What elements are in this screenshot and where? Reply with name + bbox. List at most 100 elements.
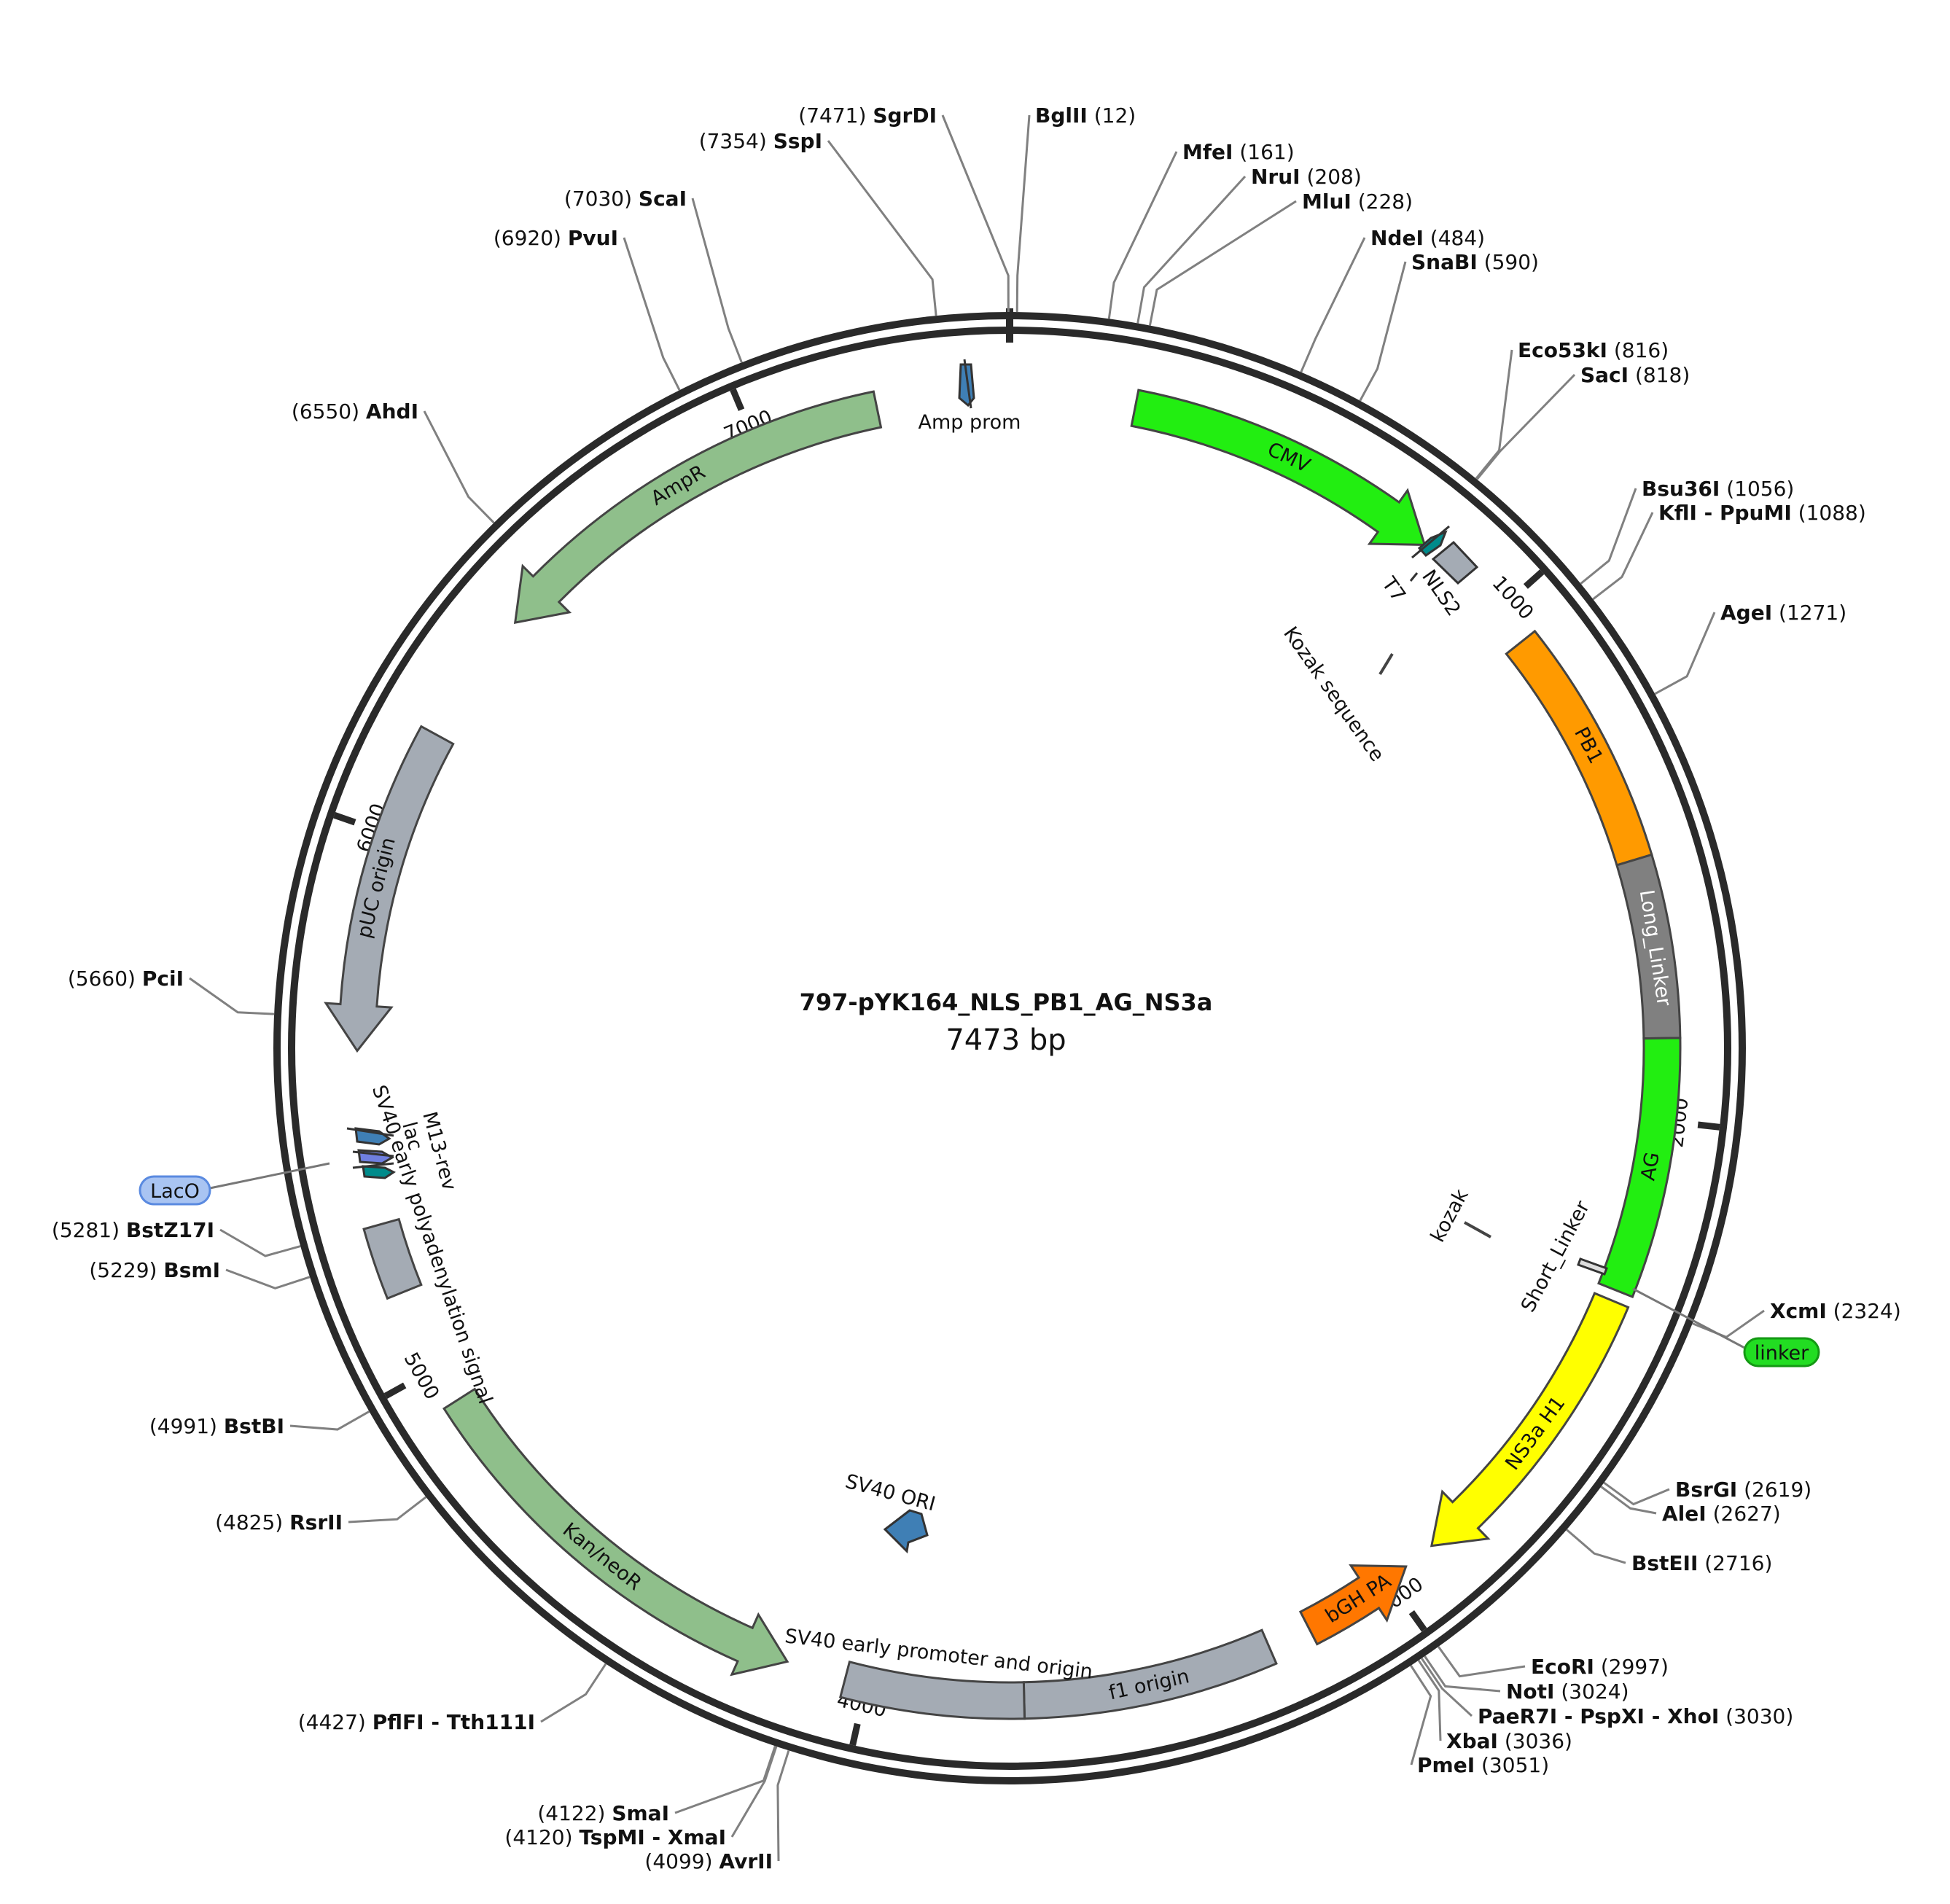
site-label-avrii[interactable]: (4099) AvrII xyxy=(644,1849,773,1873)
lacO-badge-lead xyxy=(209,1162,330,1190)
amp-prom-label: Amp prom xyxy=(919,411,1021,434)
site-label-agei[interactable]: AgeI (1271) xyxy=(1720,601,1846,625)
site-label-bstbi[interactable]: (4991) BstBI xyxy=(149,1414,284,1438)
site-label-sgrdi[interactable]: (7471) SgrDI xyxy=(798,104,937,128)
kozak-sequence-label: Kozak sequence xyxy=(1279,623,1388,765)
site-name: SmaI xyxy=(612,1801,669,1825)
site-label-pcii[interactable]: (5660) PciI xyxy=(68,967,184,991)
site-name: XbaI xyxy=(1446,1729,1498,1753)
site-label-xbai[interactable]: XbaI (3036) xyxy=(1446,1729,1572,1753)
feature-ag[interactable] xyxy=(1597,1037,1682,1299)
site-label-ahdi[interactable]: (6550) AhdI xyxy=(292,399,418,424)
feature-bgh-pa[interactable] xyxy=(1298,1564,1408,1646)
site-label-mfei[interactable]: MfeI (161) xyxy=(1182,140,1295,164)
site-position: (3051) xyxy=(1475,1753,1549,1777)
site-line-xbai xyxy=(1417,1659,1442,1741)
site-line-kfli-ppumi xyxy=(1592,512,1654,601)
site-label-bglii[interactable]: BglII (12) xyxy=(1035,104,1136,128)
site-label-paer7i-pspxi-xhoi[interactable]: PaeR7I - PspXI - XhoI (3030) xyxy=(1478,1704,1793,1728)
m13-rev-label: M13-rev xyxy=(418,1109,461,1193)
tick-mark-5000 xyxy=(383,1382,407,1400)
site-position: (3030) xyxy=(1719,1704,1793,1728)
m13-rev-lead xyxy=(346,1127,394,1137)
site-label-eco53ki[interactable]: Eco53kI (816) xyxy=(1518,338,1669,362)
site-label-bsrgi[interactable]: BsrGI (2619) xyxy=(1675,1478,1811,1502)
site-label-snabi[interactable]: SnaBI (590) xyxy=(1411,250,1539,274)
site-line-sgrdi xyxy=(941,114,1010,313)
site-label-ecori[interactable]: EcoRI (2997) xyxy=(1531,1655,1669,1679)
site-position: (1271) xyxy=(1772,601,1846,625)
site-label-bsu36i[interactable]: Bsu36I (1056) xyxy=(1642,477,1794,501)
site-position: (228) xyxy=(1352,190,1413,214)
feature-ns3a-h1[interactable] xyxy=(1430,1292,1630,1548)
site-label-sspi[interactable]: (7354) SspI xyxy=(699,129,822,153)
site-label-xcmi[interactable]: XcmI (2324) xyxy=(1770,1299,1901,1323)
site-line-bsmi xyxy=(225,1268,311,1290)
site-position: (1088) xyxy=(1792,501,1866,525)
site-name: PaeR7I - PspXI - XhoI xyxy=(1478,1704,1719,1728)
site-line-eco53ki xyxy=(1475,349,1513,480)
site-label-saci[interactable]: SacI (818) xyxy=(1580,363,1690,387)
site-line-scai xyxy=(691,198,743,363)
linker-badge[interactable] xyxy=(1743,1337,1820,1367)
site-line-smai xyxy=(674,1745,776,1814)
site-label-alei[interactable]: AleI (2627) xyxy=(1662,1502,1781,1526)
short-linker-box xyxy=(1577,1257,1608,1276)
feature-ampr[interactable] xyxy=(513,390,883,625)
site-label-pvui[interactable]: (6920) PvuI xyxy=(494,226,618,250)
site-label-smai[interactable]: (4122) SmaI xyxy=(537,1801,669,1825)
t7-arrow xyxy=(1417,530,1448,557)
site-label-kfli-ppumi[interactable]: KflI - PpuMI (1088) xyxy=(1658,501,1866,525)
site-label-ndei[interactable]: NdeI (484) xyxy=(1370,226,1485,250)
tick-mark-1000 xyxy=(1523,569,1545,589)
site-line-paer7i-pspxi-xhoi xyxy=(1421,1658,1473,1717)
site-label-pflfi-tth111i[interactable]: (4427) PflFI - Tth111I xyxy=(298,1710,535,1734)
site-position: (4122) xyxy=(537,1801,612,1825)
site-position: (7471) xyxy=(798,104,873,128)
feature-label-sv40-early-promoter-and-origin: SV40 early promoter and origin xyxy=(784,1625,1094,1683)
nls2-lead xyxy=(1409,572,1419,582)
site-name: BsmI xyxy=(163,1258,220,1282)
site-label-bstz17i[interactable]: (5281) BstZ17I xyxy=(52,1218,214,1242)
feature-label-ag: AG xyxy=(1637,1150,1664,1182)
site-name: SgrDI xyxy=(873,104,937,128)
site-line-nrui xyxy=(1136,175,1247,324)
site-label-rsrii[interactable]: (4825) RsrII xyxy=(215,1510,343,1534)
site-name: PciI xyxy=(142,967,184,991)
site-label-noti[interactable]: NotI (3024) xyxy=(1506,1679,1629,1704)
site-label-pmei[interactable]: PmeI (3051) xyxy=(1417,1753,1549,1777)
lacO-badge[interactable] xyxy=(139,1175,211,1206)
site-position: (5281) xyxy=(52,1218,126,1242)
site-position: (818) xyxy=(1629,363,1690,387)
linker-badge-lead xyxy=(1632,1287,1750,1350)
site-name: MluI xyxy=(1302,190,1352,214)
site-line-ahdi xyxy=(423,410,495,524)
site-line-pmei xyxy=(1410,1665,1432,1766)
site-label-bsmi[interactable]: (5229) BsmI xyxy=(89,1258,220,1282)
site-position: (5660) xyxy=(68,967,142,991)
site-line-tspmi-xmai xyxy=(730,1746,778,1838)
feature-sv40-early-promoter-and-origin[interactable] xyxy=(838,1661,1026,1720)
site-line-alei xyxy=(1600,1486,1657,1515)
site-line-bstbi xyxy=(289,1411,370,1431)
site-position: (2619) xyxy=(1737,1478,1811,1502)
site-position: (2716) xyxy=(1698,1551,1772,1575)
feature-kan-neor[interactable] xyxy=(442,1387,789,1677)
site-label-tspmi-xmai[interactable]: (4120) TspMI - XmaI xyxy=(504,1825,726,1849)
feature-cmv[interactable] xyxy=(1130,389,1427,546)
site-name: BglII xyxy=(1035,104,1088,128)
site-label-nrui[interactable]: NruI (208) xyxy=(1251,165,1362,189)
site-label-mlui[interactable]: MluI (228) xyxy=(1302,190,1413,214)
site-name: BsrGI xyxy=(1675,1478,1737,1502)
site-position: (12) xyxy=(1088,104,1136,128)
site-label-bsteii[interactable]: BstEII (2716) xyxy=(1631,1551,1772,1575)
site-label-scai[interactable]: (7030) ScaI xyxy=(564,187,687,211)
lacO-arrow xyxy=(362,1165,396,1179)
site-position: (816) xyxy=(1607,338,1669,362)
feature-puc-origin[interactable] xyxy=(324,725,455,1053)
feature-sv40-early-polyadenylation-signal[interactable] xyxy=(362,1217,423,1300)
site-name: AhdI xyxy=(366,399,418,424)
tick-mark-6000 xyxy=(333,812,356,826)
site-position: (6920) xyxy=(494,226,568,250)
